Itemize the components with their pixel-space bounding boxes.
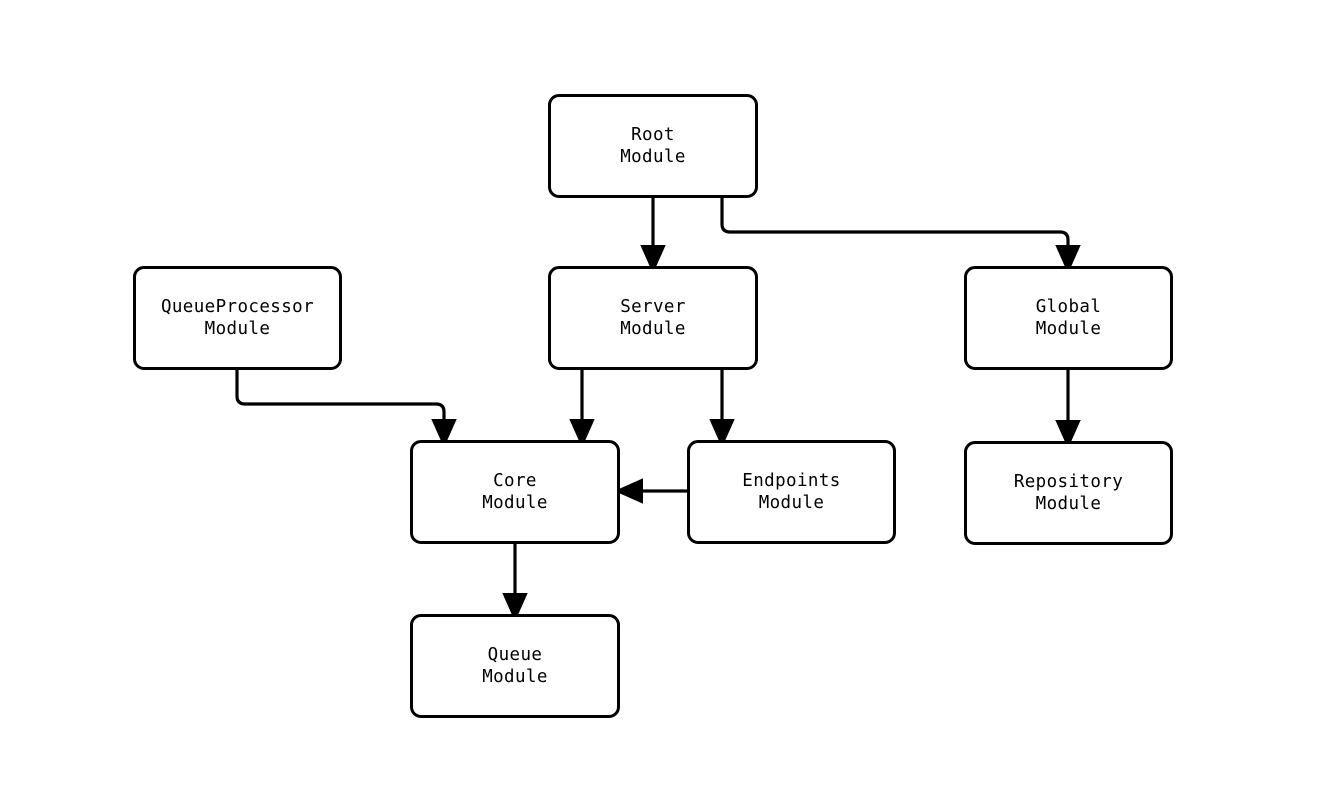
node-global-label: Global Module (1035, 297, 1102, 339)
node-root-label: Root Module (620, 125, 686, 167)
node-repository[interactable]: Repository Module (964, 441, 1173, 545)
node-server-label: Server Module (620, 297, 686, 339)
node-queueprocessor-label: QueueProcessor Module (160, 297, 315, 339)
edge-queueprocessor-core (235, 370, 457, 448)
node-queue[interactable]: Queue Module (410, 614, 620, 718)
node-queue-label: Queue Module (482, 645, 548, 687)
node-core-label: Core Module (482, 471, 548, 513)
node-root[interactable]: Root Module (548, 94, 758, 198)
node-global[interactable]: Global Module (964, 266, 1173, 370)
node-queueprocessor[interactable]: QueueProcessor Module (133, 266, 342, 370)
edge-root-global (720, 198, 1081, 274)
node-repository-label: Repository Module (1013, 472, 1124, 514)
node-endpoints[interactable]: Endpoints Module (687, 440, 896, 544)
node-core[interactable]: Core Module (410, 440, 620, 544)
node-server[interactable]: Server Module (548, 266, 758, 370)
node-endpoints-label: Endpoints Module (742, 471, 841, 513)
